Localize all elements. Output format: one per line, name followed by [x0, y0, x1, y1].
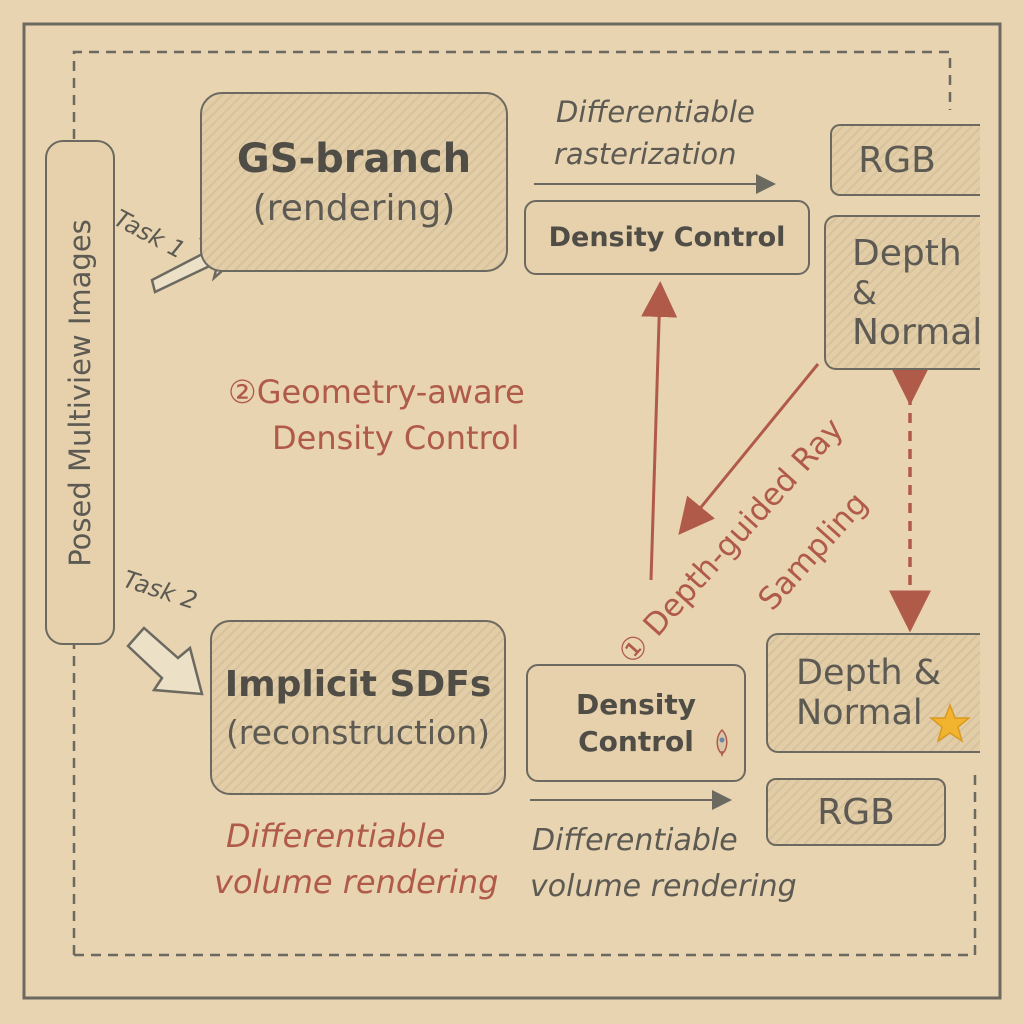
depth-guided-arrow [678, 363, 820, 535]
gs-branch-subtitle: (rendering) [252, 187, 456, 229]
density-control-up-arrow [641, 281, 678, 581]
depth-normal-top-line1: Depth [852, 232, 962, 274]
sdf-branch-box: Implicit SDFs (reconstruction) [210, 620, 506, 795]
rgb-bottom-box: RGB [766, 778, 946, 846]
depth-normal-bottom-line2: Normal [796, 693, 923, 733]
rgb-top-label: RGB [858, 139, 936, 181]
rgb-top-box: RGB [830, 124, 980, 196]
input-images-box: Posed Multiview Images [45, 140, 115, 645]
volume-rendering-annotation-line2: volume rendering [214, 863, 499, 901]
depth-normal-bottom-line1: Depth & [796, 653, 942, 693]
outer-frame [22, 22, 1002, 1000]
rgb-bottom-label: RGB [817, 791, 895, 833]
depth-normal-top-box: Depth & Normal [824, 215, 983, 370]
rasterization-label-line1: Differentiable [556, 95, 755, 129]
density-control-top-box: Density Control [524, 200, 810, 275]
input-images-label: Posed Multiview Images [63, 218, 97, 567]
depth-normal-bottom-box: Depth & Normal [766, 633, 980, 753]
volume-rendering-annotation-line1: Differentiable [226, 817, 446, 855]
geometry-aware-line2: Density Control [272, 419, 520, 457]
volume-rendering-label-line1: Differentiable [532, 823, 738, 858]
depth-normal-top-line3: Normal [852, 311, 983, 353]
gs-branch-box: GS-branch (rendering) [200, 92, 508, 272]
density-control-bottom-line2: Control [578, 725, 694, 758]
sdf-branch-title: Implicit SDFs [224, 663, 492, 705]
depth-normal-top-line2: & [852, 273, 877, 312]
geometry-aware-line1: ②Geometry-aware [228, 373, 525, 411]
rocket-icon [716, 728, 728, 757]
density-control-bottom-box: Density Control [526, 664, 746, 782]
density-control-bottom-line1: Density [575, 688, 697, 721]
star-icon [928, 703, 972, 743]
sdf-branch-subtitle: (reconstruction) [225, 712, 491, 752]
gs-branch-title: GS-branch [236, 135, 472, 182]
density-control-top-label: Density Control [548, 222, 786, 253]
volume-rendering-label-line2: volume rendering [530, 869, 797, 904]
task2-arrow [126, 626, 204, 696]
rasterization-label-line2: rasterization [554, 137, 737, 171]
